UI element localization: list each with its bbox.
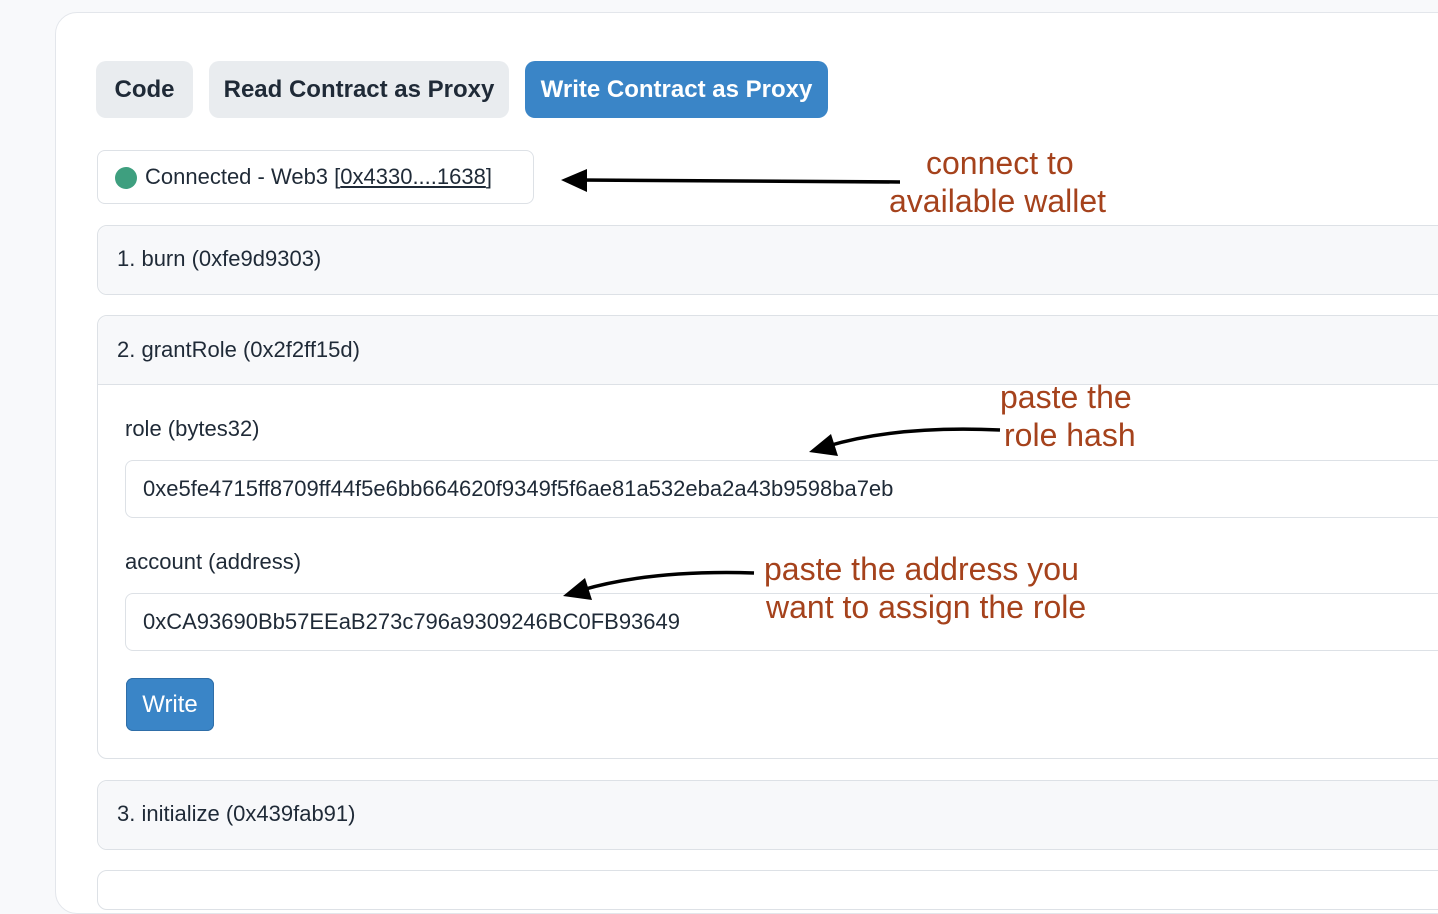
tab-write-contract-as-proxy[interactable]: Write Contract as Proxy [525,61,828,118]
function-initialize-label: 3. initialize (0x439fab91) [117,801,356,826]
connection-text: Connected - Web3 [0x4330....1638] [145,151,492,203]
function-initialize: 3. initialize (0x439fab91) [97,780,1438,850]
function-grant-role-label: 2. grantRole (0x2f2ff15d) [117,337,360,362]
connected-status-dot-icon [115,167,137,189]
account-input[interactable] [125,593,1438,651]
connected-address-link[interactable]: 0x4330....1638 [340,164,486,189]
function-burn-label: 1. burn (0xfe9d9303) [117,246,322,271]
function-burn-header[interactable]: 1. burn (0xfe9d9303) [98,226,1438,294]
tab-read-contract-as-proxy[interactable]: Read Contract as Proxy [209,61,509,118]
tab-code[interactable]: Code [96,61,193,118]
function-next[interactable] [97,870,1438,910]
function-burn: 1. burn (0xfe9d9303) [97,225,1438,295]
annotation-role-line2: role hash [1004,417,1136,453]
annotation-connect-line2: available wallet [889,183,1107,219]
annotation-connect-line1: connect to [926,145,1074,181]
write-button[interactable]: Write [126,678,214,731]
role-field-label: role (bytes32) [125,416,260,441]
annotation-role-line1: paste the [1000,379,1132,415]
connection-prefix: Connected - Web3 [ [145,164,341,189]
function-grant-role: 2. grantRole (0x2f2ff15d) [97,315,1438,759]
wallet-connection-status: Connected - Web3 [0x4330....1638] [97,150,534,204]
function-initialize-header[interactable]: 3. initialize (0x439fab91) [98,781,1438,849]
function-grant-role-header[interactable]: 2. grantRole (0x2f2ff15d) [98,316,1438,385]
annotation-address-line2: want to assign the role [766,589,1087,625]
role-input[interactable] [125,460,1438,518]
account-field-label: account (address) [125,549,302,574]
connection-suffix: ] [485,164,492,189]
annotation-address-line1: paste the address you [764,551,1079,587]
